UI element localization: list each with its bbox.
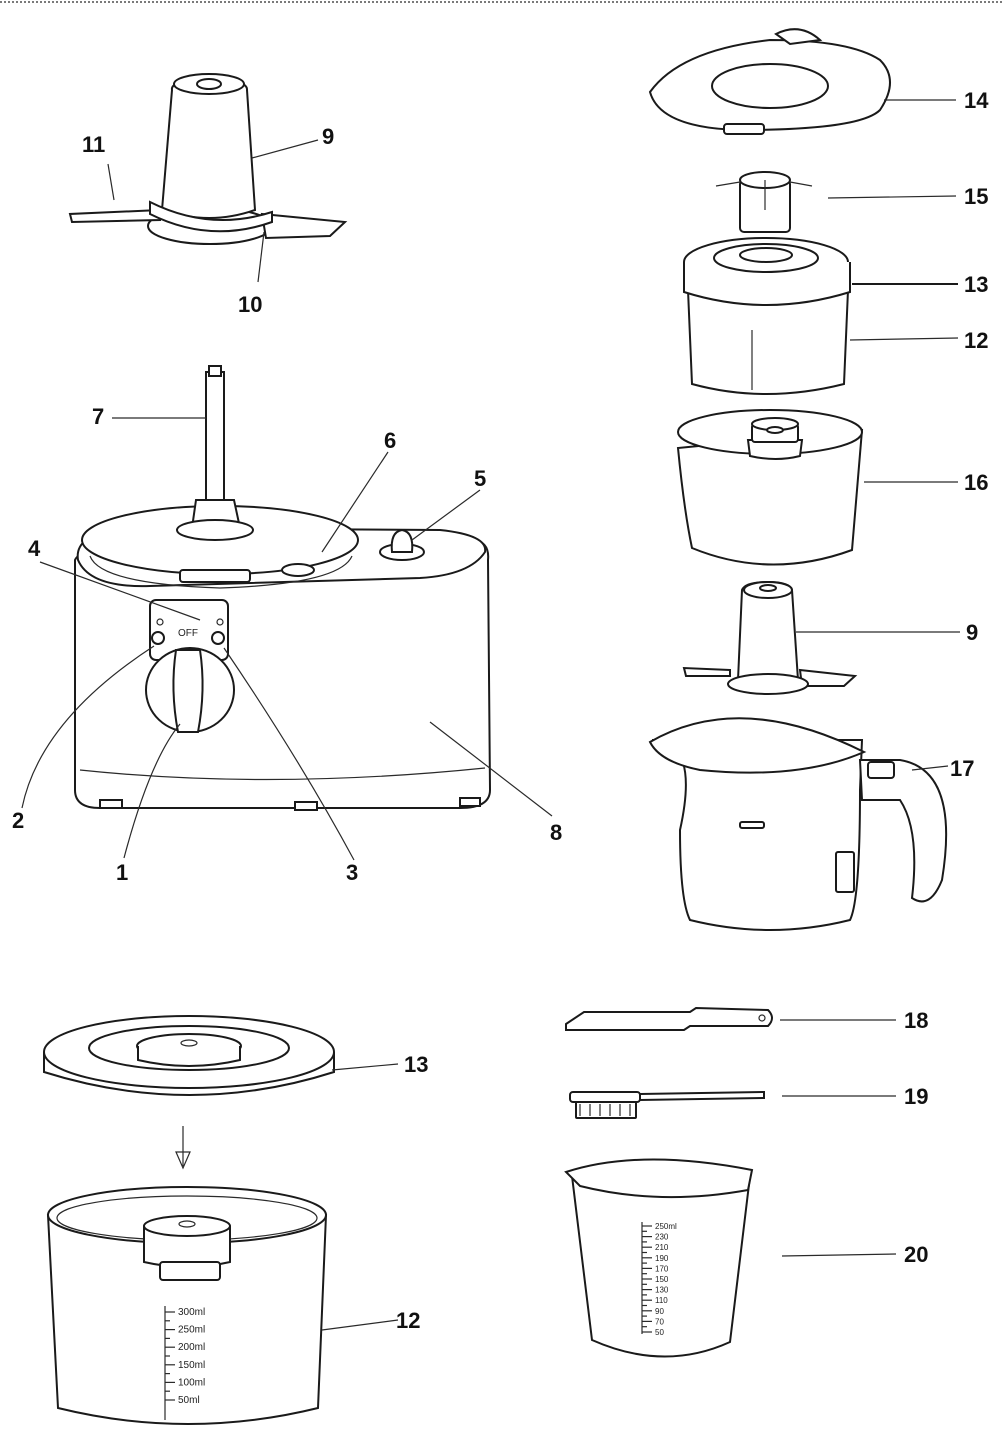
scale-label: 150ml — [178, 1360, 205, 1371]
scale-label: 150 — [655, 1275, 669, 1284]
callout-11: 11 — [82, 132, 105, 157]
callout-8: 8 — [550, 820, 562, 845]
coupling — [715, 171, 813, 233]
callout-6: 6 — [384, 428, 396, 453]
cover-lid — [648, 28, 891, 135]
scale-label: 230 — [655, 1233, 669, 1242]
bowl-scale-labels: 300ml 250ml 200ml 150ml 100ml 50ml — [178, 1307, 205, 1406]
callout-2: 2 — [12, 808, 24, 833]
scale-label: 100ml — [178, 1377, 205, 1388]
scale-label: 300ml — [178, 1307, 205, 1318]
jug — [648, 717, 948, 931]
small-bowl-with-lid — [683, 237, 851, 395]
callout-12-right: 12 — [964, 328, 988, 353]
off-marking: OFF — [178, 628, 198, 639]
callout-18: 18 — [904, 1008, 928, 1033]
callout-4: 4 — [28, 536, 41, 561]
callout-5: 5 — [474, 466, 486, 491]
bowl-detail: 300ml 250ml 200ml 150ml 100ml 50ml — [46, 1186, 328, 1425]
callout-12-bottom: 12 — [396, 1308, 420, 1333]
spatula — [565, 1006, 773, 1031]
callout-9-right: 9 — [966, 620, 978, 645]
scale-label: 200ml — [178, 1342, 205, 1353]
leader-lines — [21, 99, 960, 1331]
scale-label: 50 — [655, 1328, 664, 1337]
scale-label: 250ml — [655, 1222, 677, 1231]
callout-16: 16 — [964, 470, 988, 495]
cup-scale-ticks — [642, 1225, 652, 1333]
down-arrow — [175, 1126, 191, 1170]
scale-label: 210 — [655, 1243, 669, 1252]
callout-numbers: 11 9 10 7 6 5 4 2 1 3 8 14 15 13 12 16 9… — [12, 88, 989, 1333]
scale-label: 70 — [655, 1317, 664, 1326]
callout-9-top: 9 — [322, 124, 334, 149]
blade-assembly-top — [68, 73, 348, 245]
scale-label: 250ml — [178, 1325, 205, 1336]
scale-label: 170 — [655, 1264, 669, 1273]
callout-14: 14 — [964, 88, 989, 113]
bowl-lid-detail — [43, 1015, 335, 1096]
scale-label: 190 — [655, 1254, 669, 1263]
callout-15: 15 — [964, 184, 988, 209]
callout-17: 17 — [950, 756, 974, 781]
callout-3: 3 — [346, 860, 358, 885]
scale-label: 110 — [655, 1296, 668, 1305]
scale-label: 130 — [655, 1286, 669, 1295]
bowl-scale-ticks — [165, 1311, 175, 1401]
motor-base: OFF — [74, 365, 492, 811]
callout-20: 20 — [904, 1242, 928, 1267]
callout-19: 19 — [904, 1084, 928, 1109]
scale-label: 90 — [655, 1307, 664, 1316]
callout-13-right: 13 — [964, 272, 988, 297]
callout-13-bottom: 13 — [404, 1052, 428, 1077]
scale-label: 50ml — [178, 1395, 200, 1406]
callout-10: 10 — [238, 292, 262, 317]
callout-7: 7 — [92, 404, 104, 429]
blade-assembly-right — [682, 580, 858, 695]
processing-bowl — [676, 409, 864, 566]
cleaning-brush — [569, 1090, 765, 1119]
callout-1: 1 — [116, 860, 128, 885]
